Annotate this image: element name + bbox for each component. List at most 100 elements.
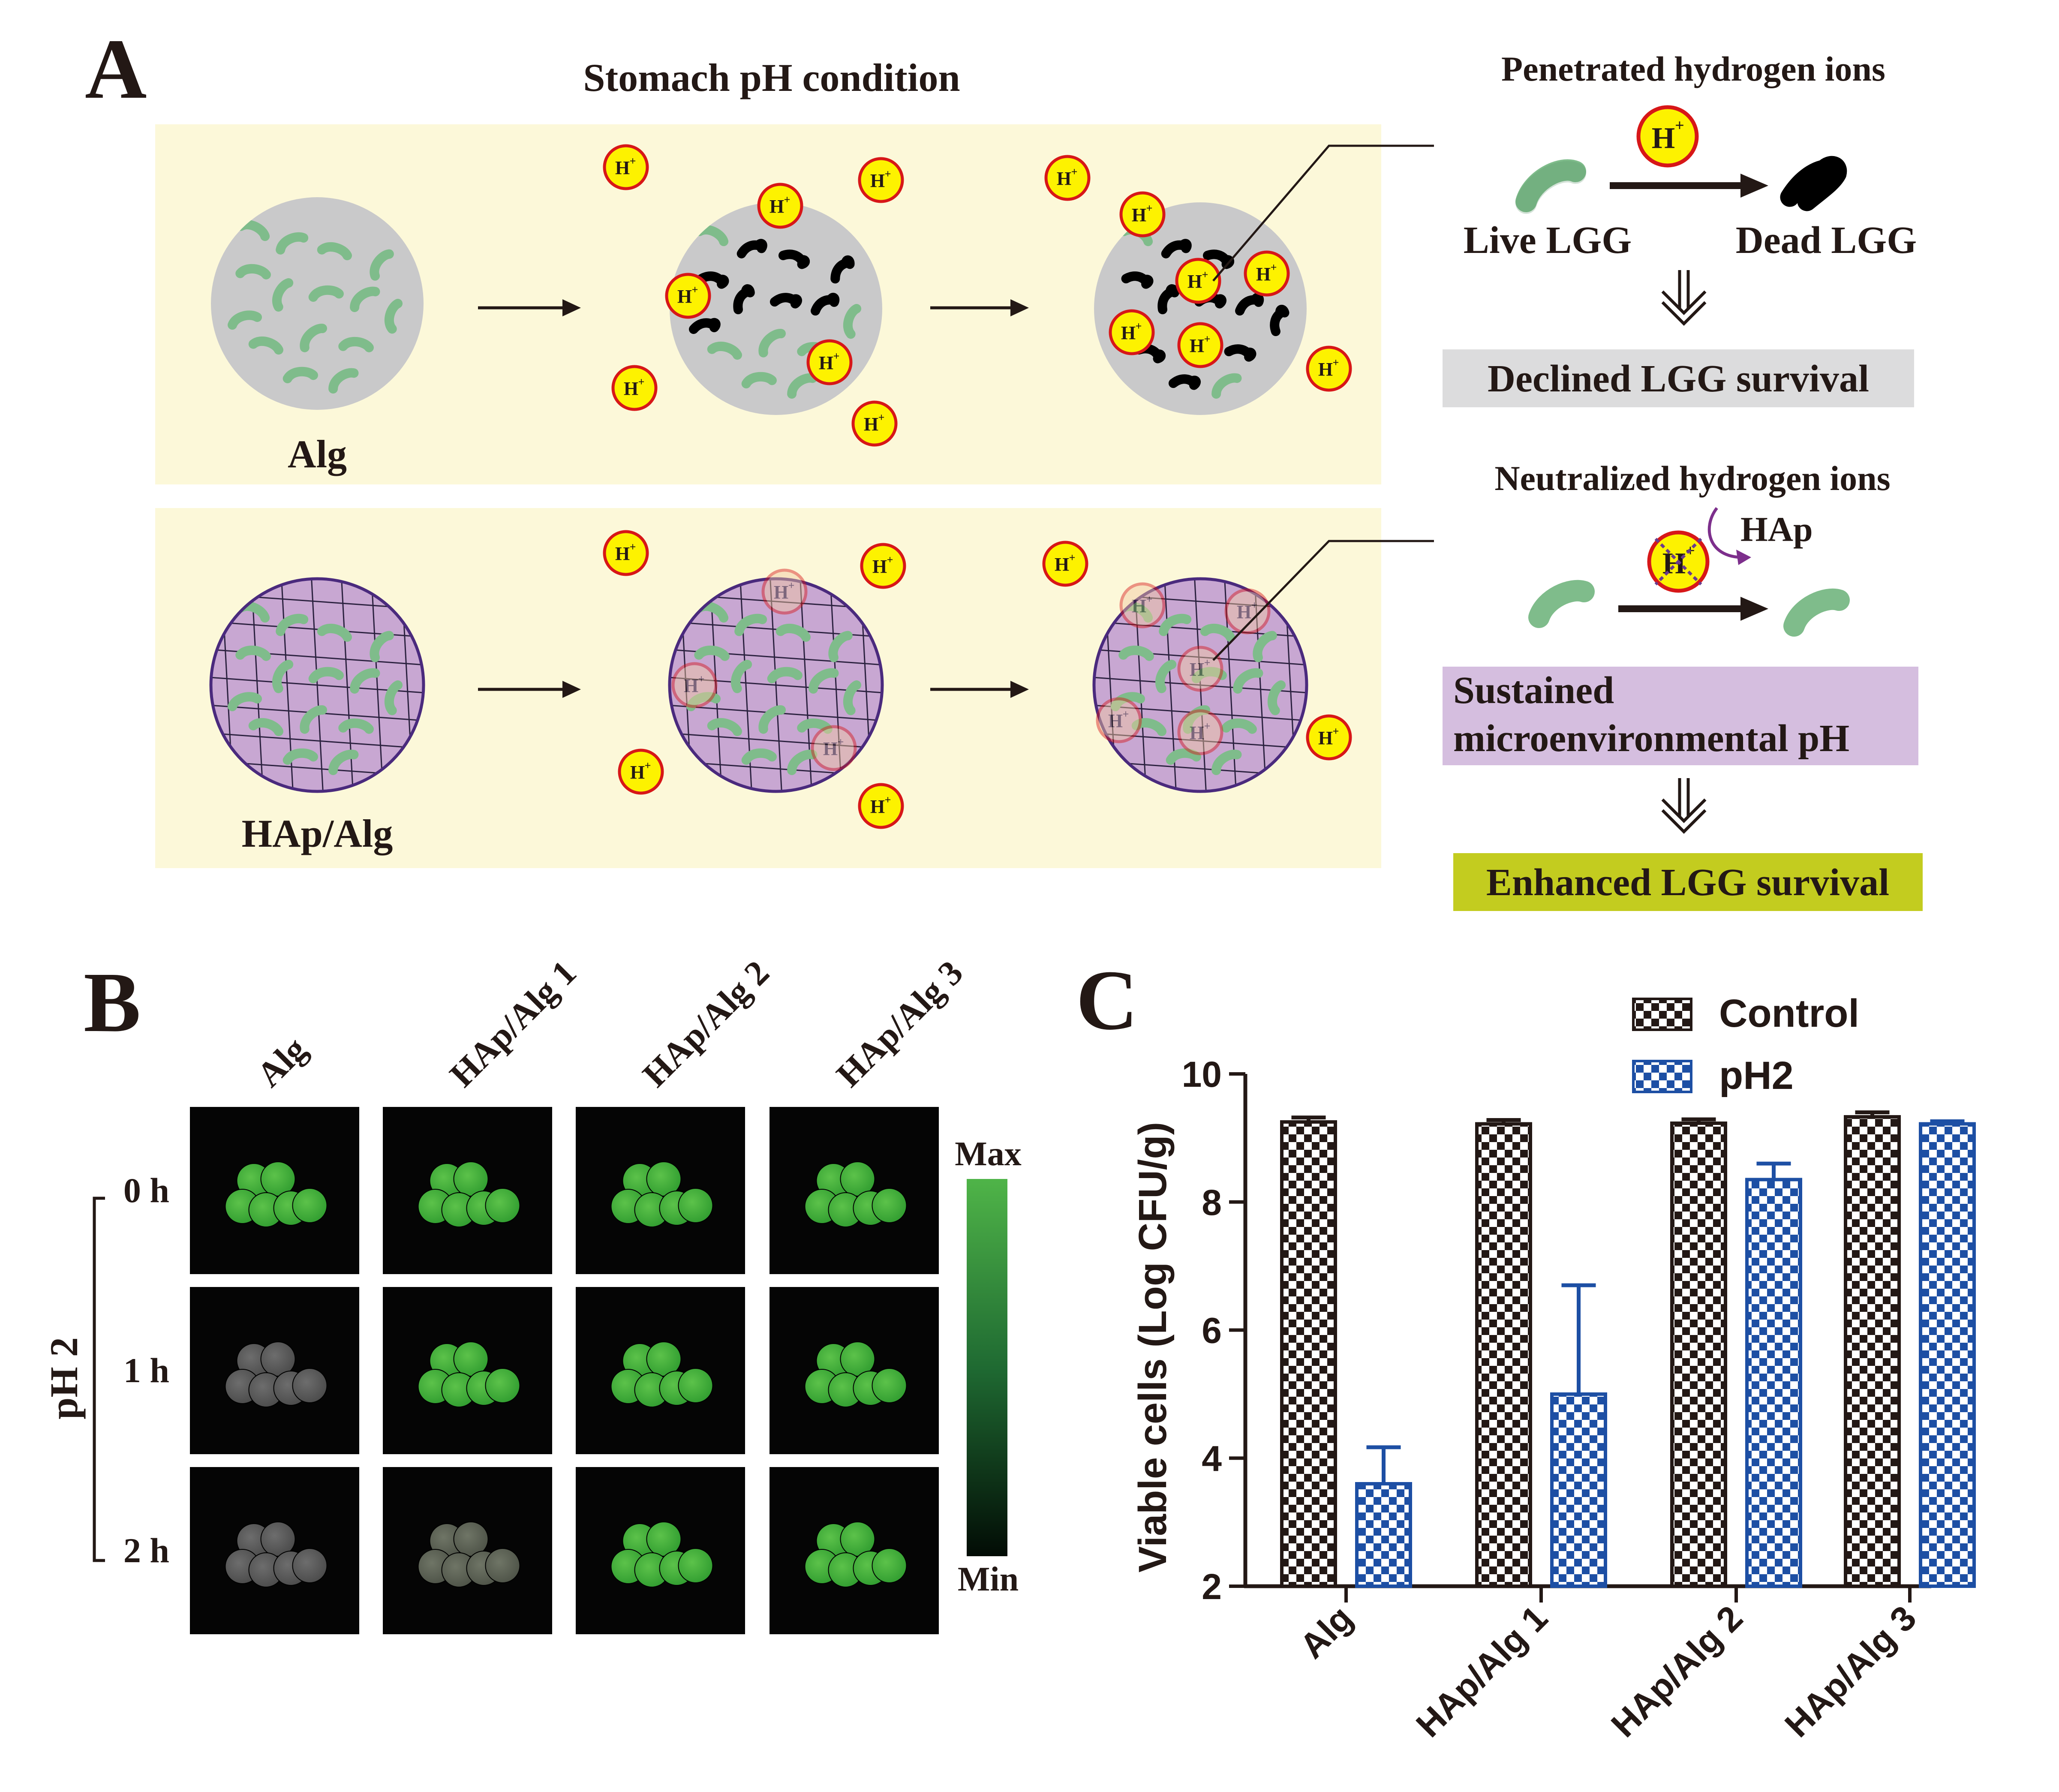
dead-lgg-label: Dead LGG [1736, 219, 1917, 262]
dead-bacterium [830, 255, 855, 284]
svg-text:H: H [774, 582, 788, 603]
svg-text:H: H [1057, 168, 1071, 189]
hap-bead-initial-bacteria [228, 601, 403, 775]
hap-label: HAp [1740, 510, 1813, 549]
x-tick-label: Alg [1293, 1598, 1360, 1666]
hydrogen-ion: H+ [860, 543, 906, 589]
fluorescence-image [190, 1467, 359, 1634]
alg-callout-line [1212, 144, 1434, 282]
dead-bacterium [1157, 284, 1179, 314]
bacterium [350, 668, 380, 694]
bacterium [1221, 718, 1257, 734]
bacterium [228, 692, 262, 711]
bacterium [338, 337, 374, 352]
bacterium [694, 645, 730, 661]
live-to-dead-arrow [1610, 174, 1768, 198]
bar-ph2 [1550, 1392, 1607, 1588]
hydrogel-bead [260, 1341, 296, 1377]
neutralized-ion: H+ [1177, 646, 1223, 692]
svg-text:H: H [823, 738, 838, 759]
bacterium [1118, 645, 1154, 661]
svg-text:+: + [1204, 720, 1211, 732]
y-tick-label: 2 [1202, 1566, 1222, 1607]
bacterium [1166, 748, 1201, 765]
legend-label: Control [1719, 992, 1859, 1035]
svg-text:H: H [1055, 554, 1069, 575]
svg-text:H: H [1318, 359, 1333, 380]
bar-control [1280, 1120, 1337, 1588]
alg-row-arrow-2 [930, 299, 1029, 316]
bacterium [1253, 631, 1277, 662]
svg-text:+: + [784, 193, 791, 206]
hydrogen-ion: H+ [1175, 258, 1221, 304]
bacterium [272, 278, 294, 312]
svg-text:H: H [1256, 264, 1271, 285]
bacterium [843, 680, 862, 716]
hydrogen-ion: H+ [1042, 541, 1088, 587]
bacterium [828, 631, 853, 662]
svg-text:+: + [788, 579, 795, 592]
bacterium [767, 667, 803, 683]
bacterium [1159, 613, 1192, 636]
svg-text:H: H [870, 796, 885, 817]
declined-box [1443, 349, 1914, 407]
fluorescence-image [190, 1107, 359, 1274]
svg-text:+: + [878, 411, 885, 424]
sustained-line2: microenvironmental pH [1453, 717, 1849, 760]
sustained-line1: Sustained [1453, 669, 1614, 712]
bacterium [300, 705, 327, 734]
bacterium [1200, 623, 1235, 642]
live-lgg-bacterium [1515, 159, 1586, 212]
bacterium [758, 329, 786, 358]
hydrogel-bead [292, 1548, 328, 1583]
svg-text:H: H [1237, 601, 1251, 622]
bar-ph2 [1355, 1482, 1412, 1588]
bacterium [758, 705, 786, 734]
svg-text:+: + [1333, 725, 1339, 737]
enhanced-box [1453, 853, 1923, 911]
bacterium [384, 680, 403, 716]
hydrogel-bead [872, 1188, 907, 1223]
alg-row-label: Alg [288, 432, 347, 476]
fluorescence-image [769, 1287, 939, 1454]
ph2-bracket [93, 1197, 105, 1562]
bar-ph2 [1919, 1122, 1976, 1588]
bar-control [1844, 1115, 1901, 1588]
svg-text:H: H [1121, 322, 1136, 343]
live-lgg-shadow [1515, 161, 1586, 214]
svg-text:+: + [885, 168, 891, 180]
colorbar-min-label: Min [958, 1560, 1019, 1598]
y-tick-label: 6 [1202, 1311, 1222, 1351]
svg-text:+: + [1071, 165, 1078, 178]
live-lgg-label: Live LGG [1464, 219, 1632, 262]
x-tick-label: HAp/Alg 3 [1777, 1598, 1924, 1744]
hydrogen-ion: H+ [851, 400, 898, 447]
bacterium [1183, 705, 1210, 734]
protected-arrow [1618, 597, 1768, 621]
panel-a: A Stomach pH condition Alg HAp/Alg [85, 22, 1923, 911]
x-tick-label: HAp/Alg 2 [1604, 1598, 1750, 1744]
neutralized-ion: H+ [1096, 697, 1142, 743]
svg-text:+: + [645, 759, 651, 772]
neutralized-ion: H+ [811, 725, 857, 771]
svg-text:+: + [1675, 117, 1684, 135]
svg-text:+: + [1204, 656, 1211, 669]
svg-text:+: + [1204, 333, 1211, 345]
svg-text:H: H [630, 762, 645, 783]
svg-text:+: + [1123, 708, 1129, 720]
hap-callout-line [1212, 540, 1434, 661]
svg-text:+: + [887, 553, 893, 566]
hydrogen-ion: H+ [1044, 155, 1091, 201]
legend-label: pH2 [1719, 1054, 1794, 1097]
panel-b-row-header: 2 h [123, 1531, 169, 1570]
hydrogen-ion: H+ [1244, 250, 1290, 297]
hydrogen-ions: H+H+H+H+H+H+H+H+H+H+H+H+H+H+H+H+H+H+H+H+… [603, 144, 1352, 829]
hydrogen-ion: H+ [858, 783, 904, 829]
intensity-colorbar [967, 1179, 1007, 1556]
panel-b-letter: B [84, 955, 141, 1050]
hydrogel-bead [485, 1368, 520, 1403]
live-lgg-before-bacterium [1528, 580, 1595, 628]
dead-bacterium [697, 271, 729, 289]
